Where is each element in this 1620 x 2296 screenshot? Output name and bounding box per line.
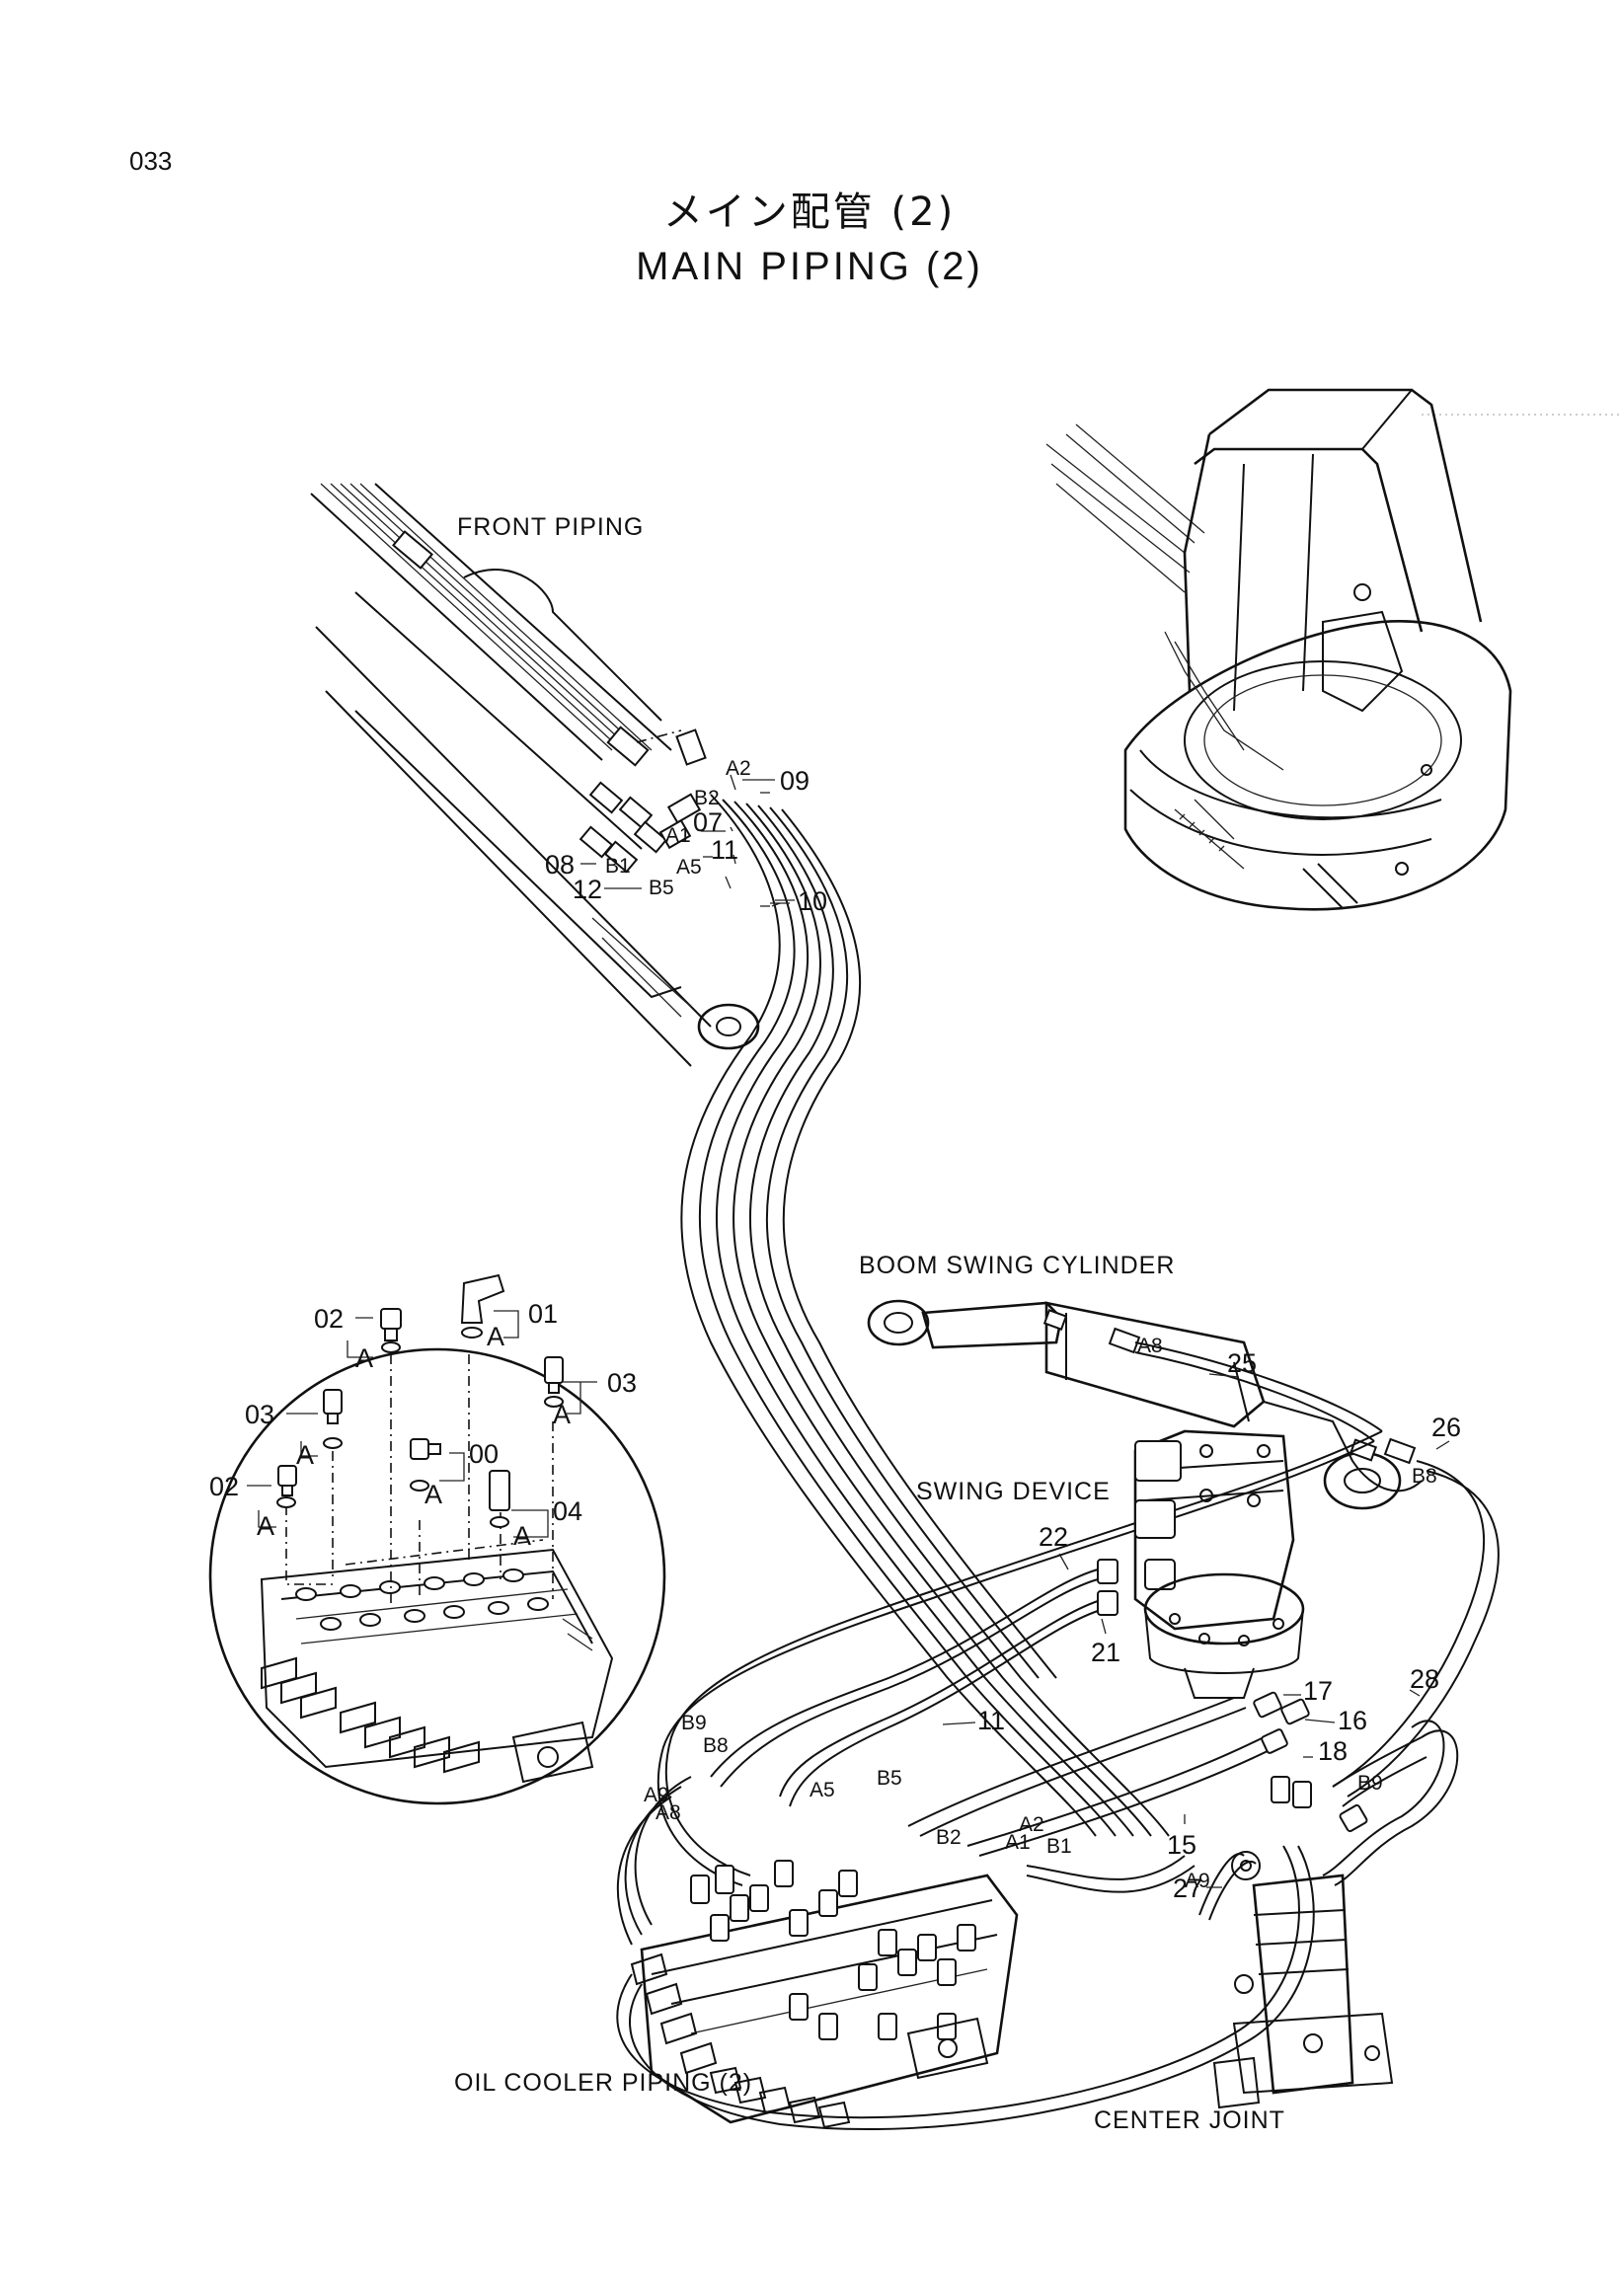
port-a8-valve: A8	[656, 1801, 681, 1824]
fitting-02-left	[276, 1465, 297, 1508]
port-a2-valve: A2	[1019, 1813, 1044, 1836]
arm-fittings	[392, 530, 707, 874]
page-number: 033	[129, 146, 172, 176]
boom-arm	[310, 483, 760, 1067]
port-b5-valve: B5	[877, 1767, 902, 1790]
port-a5-valve: A5	[810, 1779, 835, 1801]
fitting-02-top	[380, 1308, 402, 1353]
fitting-03-right	[544, 1356, 564, 1408]
port-a5-top: A5	[676, 856, 702, 879]
swing-hoses	[710, 1559, 1119, 1807]
part-00-label: 00	[469, 1439, 499, 1469]
caption-center-joint: CENTER JOINT	[1094, 2106, 1285, 2134]
center-joint	[1212, 1851, 1394, 2109]
cylinder-hoses	[656, 1341, 1500, 1886]
fitting-03-left	[323, 1389, 343, 1449]
detail-dash-lines	[285, 1354, 554, 1604]
part-21-label: 21	[1091, 1638, 1120, 1667]
hose-bundle	[680, 794, 1170, 1837]
detail-a-5: A	[424, 1480, 442, 1509]
part-10-label: 10	[798, 886, 827, 916]
part-03-left-label: 03	[245, 1400, 274, 1429]
port-b8-cylinder: B8	[1412, 1465, 1437, 1488]
part-15-label: 15	[1167, 1830, 1196, 1860]
detail-labels: 02 A 01 A 03 A 03 A 00 A 02 A 04 A	[209, 1299, 637, 1551]
fitting-00	[410, 1438, 441, 1492]
part-11-bottom-label: 11	[977, 1706, 1005, 1735]
valve-hose-loop	[616, 1691, 1459, 2131]
part-11-top-label: 11	[711, 835, 738, 865]
fitting-01	[460, 1273, 505, 1339]
part-17-label: 17	[1303, 1676, 1333, 1706]
detail-circle: 02 A 01 A 03 A 03 A 00 A 02 A 04 A	[208, 1273, 666, 1805]
port-b1-top: B1	[605, 855, 631, 878]
port-a9-valve: A9	[644, 1784, 669, 1806]
port-b2-top: B2	[694, 787, 720, 809]
part-26-label: 26	[1431, 1413, 1461, 1442]
part-03-right-label: 03	[607, 1368, 637, 1398]
valve-fittings	[690, 1860, 976, 2040]
port-a9-joint: A9	[1185, 1870, 1210, 1892]
part-02-top-label: 02	[314, 1304, 344, 1334]
detail-a-1: A	[355, 1343, 373, 1373]
port-b1-valve: B1	[1046, 1835, 1072, 1858]
caption-oil-cooler-piping: OIL COOLER PIPING (2)	[454, 2069, 752, 2097]
detail-valve-block	[260, 1548, 614, 1784]
control-valve	[630, 1860, 1019, 2129]
port-a1-top: A1	[665, 824, 691, 847]
port-a8-cylinder: A8	[1137, 1335, 1163, 1357]
boom-swing-cylinder	[867, 1299, 1423, 1510]
part-number-labels: 09 07 11 08 12 10 25 26 22 21 11 17 16 1…	[545, 766, 1461, 1903]
fitting-04	[489, 1470, 510, 1528]
part-07-label: 07	[693, 807, 723, 837]
caption-swing-device: SWING DEVICE	[916, 1478, 1111, 1505]
port-a1-valve: A1	[1005, 1831, 1031, 1854]
part-27-label: 27	[1173, 1874, 1202, 1903]
port-b2-valve: B2	[936, 1826, 962, 1849]
part-02-left-label: 02	[209, 1472, 239, 1501]
port-b9-joint: B9	[1357, 1772, 1383, 1795]
upper-leaders	[725, 774, 790, 907]
part-09-label: 09	[780, 766, 810, 796]
detail-a-7: A	[513, 1521, 531, 1551]
excavator-cab	[1045, 388, 1512, 911]
port-labels: A2 B2 A1 A5 B1 B5 A8 B8 B9 B8 A9 A8 A5 B…	[605, 757, 1437, 1892]
part-22-label: 22	[1039, 1522, 1068, 1552]
part-12-label: 12	[573, 875, 602, 904]
port-b8-valve: B8	[703, 1734, 729, 1757]
part-16-label: 16	[1338, 1706, 1367, 1735]
part-25-label: 25	[1227, 1348, 1257, 1378]
caption-front-piping: FRONT PIPING	[457, 513, 644, 541]
detail-a-3: A	[553, 1400, 571, 1429]
port-b9-valve: B9	[681, 1712, 707, 1734]
detail-a-4: A	[296, 1440, 314, 1470]
port-a2-top: A2	[726, 757, 751, 780]
port-b5-top: B5	[649, 877, 674, 899]
part-01-label: 01	[528, 1299, 558, 1329]
part-04-label: 04	[553, 1496, 582, 1526]
part-28-label: 28	[1410, 1664, 1439, 1694]
caption-boom-swing-cylinder: BOOM SWING CYLINDER	[859, 1252, 1175, 1279]
title-japanese: メイン配管 (2)	[663, 190, 956, 235]
part-08-label: 08	[545, 850, 575, 880]
swing-device	[1133, 1429, 1305, 1699]
detail-a-2: A	[487, 1322, 504, 1351]
detail-a-6: A	[257, 1511, 274, 1541]
title-english: MAIN PIPING (2)	[636, 245, 983, 288]
part-18-label: 18	[1318, 1736, 1348, 1766]
